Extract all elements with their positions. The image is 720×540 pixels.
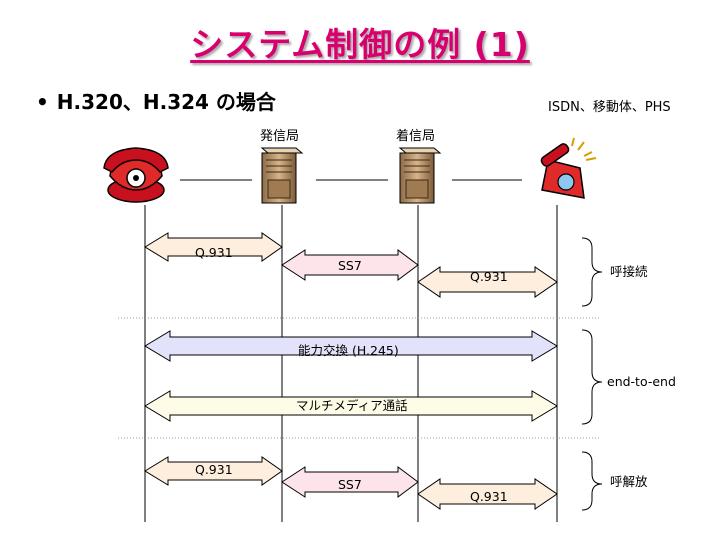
end-to-end-label: end-to-end	[607, 374, 676, 389]
ss7-release-label: SS7	[338, 477, 362, 492]
q931-release-arrow	[144, 456, 283, 486]
ss7-setup-arrow	[281, 249, 419, 281]
q931-setup-label: Q.931	[195, 245, 233, 260]
connect-phase-brace	[581, 237, 603, 307]
ss7-release-arrow	[281, 466, 419, 498]
ringing-telephone-icon	[540, 137, 597, 199]
dest-exchange-label: 着信局	[396, 129, 436, 144]
multimedia-session-label: マルチメディア通話	[296, 398, 408, 413]
network-note: ISDN、移動体、PHS	[548, 100, 671, 115]
end-to-end-brace	[581, 329, 603, 425]
bullet-case: • H.320、H.324 の場合	[36, 86, 276, 115]
q931-release-dest-label: Q.931	[470, 489, 508, 504]
bullet-dot: •	[36, 90, 49, 114]
release-phase-brace	[581, 451, 603, 511]
telephone-icon	[103, 147, 169, 203]
connect-phase-label: 呼接続	[610, 264, 648, 279]
q931-release-label: Q.931	[195, 462, 233, 477]
q931-setup-dest-label: Q.931	[470, 269, 508, 284]
q931-setup-arrow	[144, 232, 283, 262]
slide-title: システム制御の例 (1)	[190, 25, 530, 64]
capability-exchange-label: 能力交換 (H.245)	[298, 343, 399, 358]
switch-server-icon	[260, 147, 304, 204]
origin-exchange-label: 発信局	[260, 129, 300, 144]
q931-setup-dest-arrow	[417, 266, 558, 298]
release-phase-label: 呼解放	[610, 474, 648, 489]
ss7-setup-label: SS7	[338, 258, 362, 273]
switch-server-icon	[398, 147, 442, 204]
capability-exchange-arrow	[144, 330, 558, 362]
multimedia-session-arrow	[144, 390, 558, 422]
bullet-text: H.320、H.324 の場合	[56, 90, 276, 114]
q931-release-dest-arrow	[417, 478, 558, 510]
